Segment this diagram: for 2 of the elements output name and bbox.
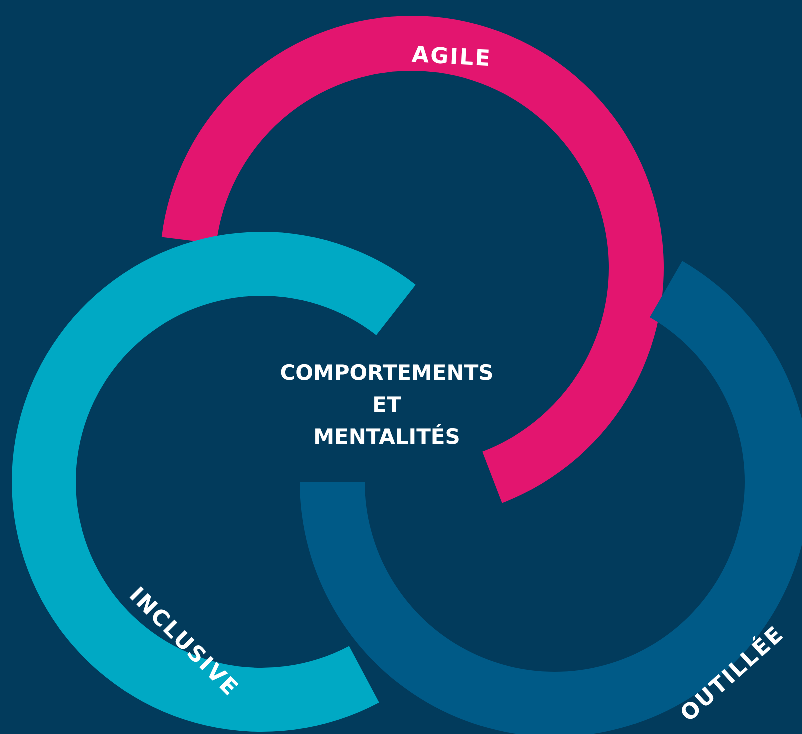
ring-label: AGILE [411, 42, 492, 72]
center-text: COMPORTEMENTS ET MENTALITÉS [279, 360, 495, 451]
